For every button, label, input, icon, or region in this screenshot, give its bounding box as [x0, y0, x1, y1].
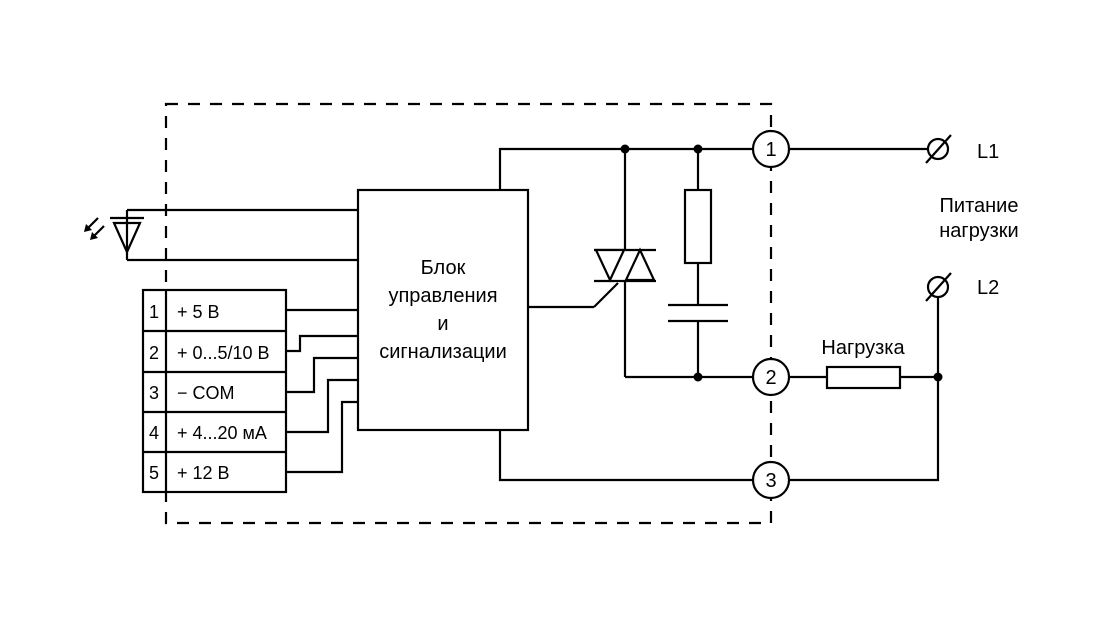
junction-dot — [693, 372, 703, 382]
snubber-resistor — [683, 188, 713, 265]
wire-terminal-5 — [286, 400, 358, 474]
control-block-line-4: сигнализации — [379, 341, 507, 363]
junction-dot — [693, 144, 703, 154]
wire-gate-diagonal — [593, 282, 619, 308]
load-label: Нагрузка — [821, 337, 905, 359]
terminal-number: 3 — [149, 383, 159, 403]
led-indicator — [84, 210, 144, 260]
load-resistor — [825, 365, 902, 390]
terminal-number: 5 — [149, 463, 159, 483]
control-block-line-3: и — [437, 313, 448, 335]
supply-label-line-2: нагрузки — [939, 220, 1018, 242]
terminal-number: 4 — [149, 423, 159, 443]
terminal-label: + 4...20 мА — [177, 423, 267, 443]
triac-symbol — [594, 149, 656, 377]
l1-terminal — [925, 134, 952, 164]
terminal-label: − COM — [177, 383, 235, 403]
l2-label: L2 — [977, 277, 999, 299]
output-terminal-2-label: 2 — [765, 367, 776, 389]
control-block-line-1: Блок — [421, 257, 466, 279]
wire-terminal-2 — [286, 334, 358, 353]
wire-terminal-4 — [286, 378, 358, 434]
wire-top-rail — [498, 147, 753, 190]
terminal-label: + 0...5/10 В — [177, 343, 270, 363]
control-block — [356, 188, 530, 432]
terminal-label: + 12 В — [177, 463, 230, 483]
terminal-label: + 5 В — [177, 302, 220, 322]
control-block-line-2: управления — [388, 285, 497, 307]
supply-label-line-1: Питание — [940, 195, 1019, 217]
l2-terminal — [925, 272, 952, 302]
input-terminal-strip — [141, 288, 288, 494]
wire-block-to-terminal-3 — [498, 430, 753, 482]
junction-dot — [620, 144, 630, 154]
terminal-number: 2 — [149, 343, 159, 363]
device-enclosure — [164, 102, 773, 525]
terminal-number: 1 — [149, 302, 159, 322]
wire-terminal-3 — [286, 356, 358, 394]
l1-label: L1 — [977, 141, 999, 163]
output-terminal-1-label: 1 — [765, 139, 776, 161]
output-terminal-3-label: 3 — [765, 470, 776, 492]
wire-l2-neutral — [789, 297, 940, 482]
